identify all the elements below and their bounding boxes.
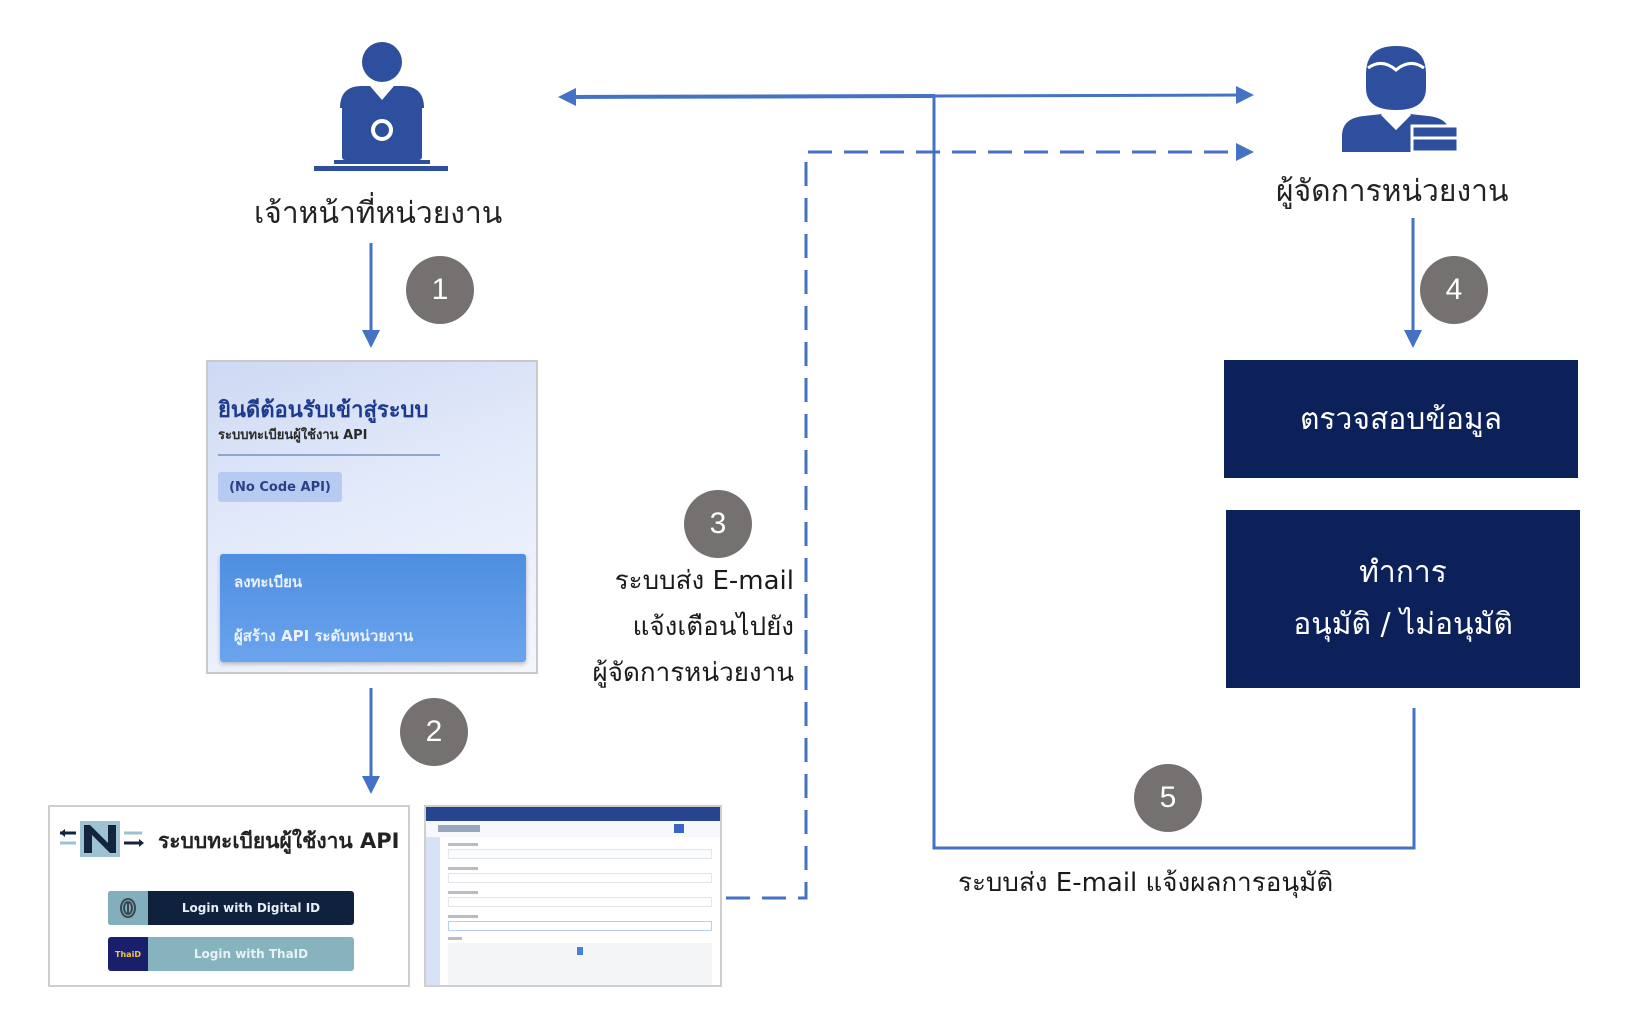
welcome-subtitle: ระบบทะเบียนผู้ใช้งาน API <box>218 428 368 443</box>
form-field[interactable] <box>448 849 712 859</box>
approve-reject-box: ทำการ อนุมัติ / ไม่อนุมัติ <box>1226 510 1580 688</box>
step3-caption-line: แจ้งเตือนไปยัง <box>632 612 794 642</box>
step-badge-5: 5 <box>1134 764 1202 832</box>
login-screen-thumbnail: ระบบทะเบียนผู้ใช้งาน API Login with Digi… <box>48 805 410 987</box>
step-badge-3: 3 <box>684 490 752 558</box>
form-navbar <box>426 821 720 837</box>
welcome-divider <box>218 454 440 456</box>
verify-data-box: ตรวจสอบข้อมูล <box>1224 360 1578 478</box>
step-badge-1: 1 <box>406 256 474 324</box>
register-role-label: ผู้สร้าง API ระดับหน่วยงาน <box>234 627 414 645</box>
form-field[interactable] <box>448 897 712 907</box>
fingerprint-icon <box>108 891 148 925</box>
step3-caption: ระบบส่ง E-mail แจ้งเตือนไปยัง ผู้จัดการห… <box>593 558 794 696</box>
manager-label: ผู้จัดการหน่วยงาน <box>1276 174 1509 209</box>
no-code-api-chip: (No Code API) <box>218 472 342 502</box>
officer-label: เจ้าหน้าที่หน่วยงาน <box>254 196 503 231</box>
form-label <box>448 937 462 940</box>
login-thaid-label: Login with ThaID <box>193 947 309 961</box>
login-digital-id-label: Login with Digital ID <box>181 901 321 915</box>
form-sidebar <box>426 837 440 985</box>
form-field[interactable] <box>448 921 712 931</box>
officer-actor <box>310 38 450 172</box>
registration-form-thumbnail <box>424 805 722 987</box>
form-label <box>448 867 478 870</box>
register-panel[interactable]: ลงทะเบียน ผู้สร้าง API ระดับหน่วยงาน <box>220 554 526 662</box>
welcome-screen-thumbnail: ยินดีต้อนรับเข้าสู่ระบบ ระบบทะเบียนผู้ใช… <box>206 360 538 674</box>
form-label <box>448 915 478 918</box>
step3-caption-line: ระบบส่ง E-mail <box>614 566 794 596</box>
step5-caption: ระบบส่ง E-mail แจ้งผลการอนุมัติ <box>958 868 1334 898</box>
step3-caption-line: ผู้จัดการหน่วยงาน <box>592 658 794 688</box>
email-notify-connector <box>726 143 1254 900</box>
file-upload-area[interactable] <box>448 943 712 985</box>
verify-data-label: ตรวจสอบข้อมูล <box>1299 401 1503 437</box>
step-badge-4: 4 <box>1420 256 1488 324</box>
login-title: ระบบทะเบียนผู้ใช้งาน API <box>158 829 400 853</box>
login-thaid-button[interactable]: ThaiD Login with ThaID <box>108 937 354 971</box>
user-manager-icon <box>1342 46 1460 154</box>
manager-actor <box>1338 40 1462 156</box>
welcome-title: ยินดีต้อนรับเข้าสู่ระบบ <box>218 398 429 423</box>
step-badge-2: 2 <box>400 698 468 766</box>
user-laptop-icon <box>314 42 448 171</box>
upload-icon <box>577 947 583 955</box>
approve-options-label: อนุมัติ / ไม่อนุมัติ <box>1293 607 1513 642</box>
approval-result-connector <box>932 96 1416 850</box>
form-label <box>448 843 478 846</box>
arrow-to-officer <box>558 87 936 106</box>
form-topbar <box>426 807 720 821</box>
login-digital-id-button[interactable]: Login with Digital ID <box>108 891 354 925</box>
form-field[interactable] <box>448 873 712 883</box>
form-label <box>448 891 478 894</box>
api-registry-logo-icon <box>60 821 144 857</box>
thaid-logo-icon: ThaiD <box>108 937 148 971</box>
register-label: ลงทะเบียน <box>234 573 303 591</box>
approve-action-label: ทำการ <box>1359 555 1447 590</box>
arrow-to-manager <box>934 86 1254 105</box>
